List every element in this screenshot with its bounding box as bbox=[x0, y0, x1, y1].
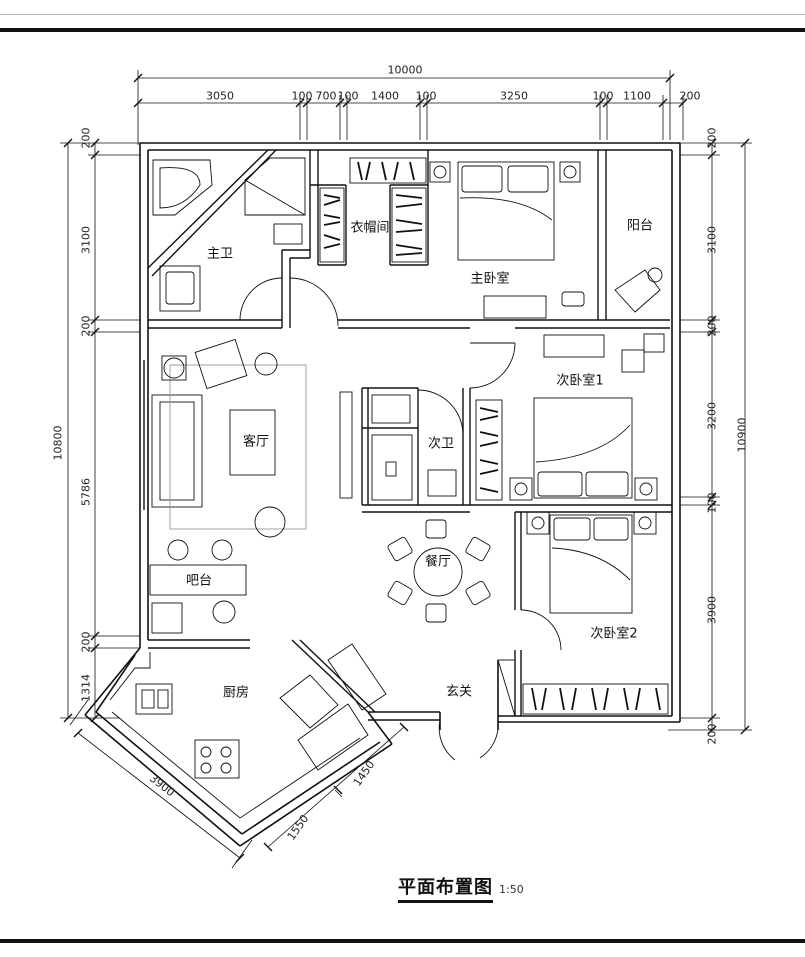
dim-top-6: 3250 bbox=[500, 89, 528, 103]
diagonal-dimension-lines bbox=[69, 699, 409, 869]
dim-right-3: 3200 bbox=[705, 402, 719, 430]
room-label-entrance: 玄关 bbox=[445, 684, 473, 700]
dim-top-total: 10000 bbox=[387, 63, 423, 77]
dim-right-total: 10900 bbox=[735, 417, 749, 453]
dim-left-4: 200 bbox=[79, 631, 93, 653]
dim-top-4: 1400 bbox=[371, 89, 399, 103]
exterior-walls bbox=[84, 142, 681, 847]
dim-left-3: 5786 bbox=[79, 478, 93, 506]
room-label-wardrobe: 衣帽间 bbox=[350, 220, 390, 236]
wardrobe-closets bbox=[319, 157, 427, 263]
entrance-cabinet bbox=[497, 659, 516, 717]
dim-left-1: 3100 bbox=[79, 226, 93, 254]
right-dimension-lines bbox=[668, 138, 752, 735]
second-bath-fixtures bbox=[371, 394, 457, 501]
room-label-bar: 吧台 bbox=[185, 573, 213, 589]
dim-right-1: 3100 bbox=[705, 226, 719, 254]
drawing-title-block: 平面布置图 1:50 bbox=[398, 873, 524, 903]
bottom-border bbox=[0, 939, 805, 943]
dining-set bbox=[387, 519, 491, 623]
doors bbox=[239, 277, 562, 761]
dim-top-3: 100 bbox=[337, 89, 359, 103]
dim-right-5: 3900 bbox=[705, 596, 719, 624]
dim-left-total: 10800 bbox=[51, 425, 65, 461]
master-bath-fixtures bbox=[152, 157, 306, 312]
dim-right-4: 100 bbox=[705, 492, 719, 514]
dim-top-0: 3050 bbox=[206, 89, 234, 103]
dim-top-7: 100 bbox=[592, 89, 614, 103]
dim-right-6: 200 bbox=[705, 723, 719, 745]
bar-counter bbox=[149, 539, 247, 634]
kitchen-fixtures bbox=[109, 643, 387, 819]
dim-top-8: 1100 bbox=[623, 89, 651, 103]
master-bed bbox=[429, 161, 585, 319]
room-label-living-room: 客厅 bbox=[242, 434, 270, 450]
dim-right-0: 200 bbox=[705, 127, 719, 149]
dim-top-2: 700 bbox=[315, 89, 337, 103]
room-label-master-bath: 主卫 bbox=[206, 246, 234, 262]
left-dimension-lines bbox=[60, 138, 140, 723]
dim-top-9: 200 bbox=[679, 89, 701, 103]
room-label-bedroom-2: 次卧室2 bbox=[590, 626, 638, 642]
dim-top-5: 100 bbox=[415, 89, 437, 103]
bedroom1-furniture bbox=[475, 333, 665, 501]
dim-left-5: 1314 bbox=[79, 674, 93, 702]
dim-top-1: 100 bbox=[291, 89, 313, 103]
drawing-scale: 1:50 bbox=[499, 883, 524, 896]
bedroom2-furniture bbox=[522, 511, 669, 715]
top-border bbox=[0, 28, 805, 32]
room-label-second-bath: 次卫 bbox=[427, 436, 455, 452]
living-room-furniture bbox=[151, 338, 353, 538]
dim-right-2: 200 bbox=[705, 315, 719, 337]
room-label-master-bedroom: 主卧室 bbox=[470, 271, 510, 287]
top-border-thin bbox=[0, 14, 805, 15]
dim-left-2: 200 bbox=[79, 315, 93, 337]
balcony-chair bbox=[614, 267, 663, 313]
dim-left-0: 200 bbox=[79, 127, 93, 149]
room-label-bedroom-1: 次卧室1 bbox=[556, 373, 604, 389]
drawing-title: 平面布置图 bbox=[398, 877, 493, 903]
room-label-dining: 餐厅 bbox=[424, 554, 452, 570]
top-dimension-lines bbox=[133, 70, 688, 145]
room-label-balcony: 阳台 bbox=[626, 218, 654, 234]
room-label-kitchen: 厨房 bbox=[222, 685, 250, 701]
